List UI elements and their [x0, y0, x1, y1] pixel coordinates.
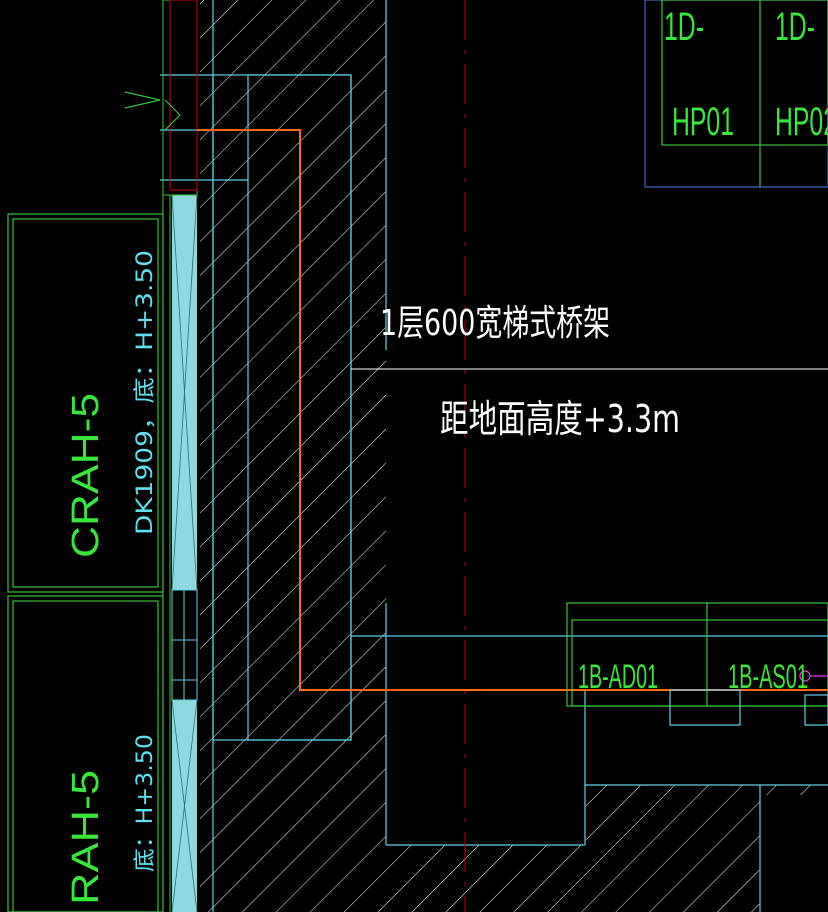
panel-label-hp02-line2: HP02	[775, 100, 828, 144]
rah-spec-label: 底：H+3.50	[133, 734, 158, 872]
tray-title-label: 1层600宽梯式桥架	[380, 303, 610, 344]
panel-label-ad01: 1B-AD01	[578, 658, 658, 696]
panel-label-hp02-line1: 1D-	[775, 5, 815, 49]
crah-name-label: CRAH-5	[65, 393, 107, 558]
tray-height-label: 距地面高度+3.3m	[440, 397, 680, 441]
tray-route	[197, 129, 828, 691]
panel-label-hp01-line1: 1D-	[664, 5, 704, 49]
crah-spec-label: DK1909，底：H+3.50	[133, 250, 158, 535]
panel-label-as01: 1B-AS01	[728, 658, 808, 696]
interior-void	[386, 0, 828, 603]
top-right-panels	[644, 0, 828, 188]
flow-arrow-icon	[124, 91, 181, 131]
panel-label-hp01-line2: HP01	[672, 100, 734, 144]
rah-name-label: RAH-5	[65, 770, 107, 905]
equipment-strip	[162, 0, 198, 912]
bottom-right-panels	[566, 602, 828, 726]
lower-right-void	[760, 795, 828, 912]
equipment-boxes	[7, 213, 164, 912]
interior-void-lower	[386, 603, 586, 845]
